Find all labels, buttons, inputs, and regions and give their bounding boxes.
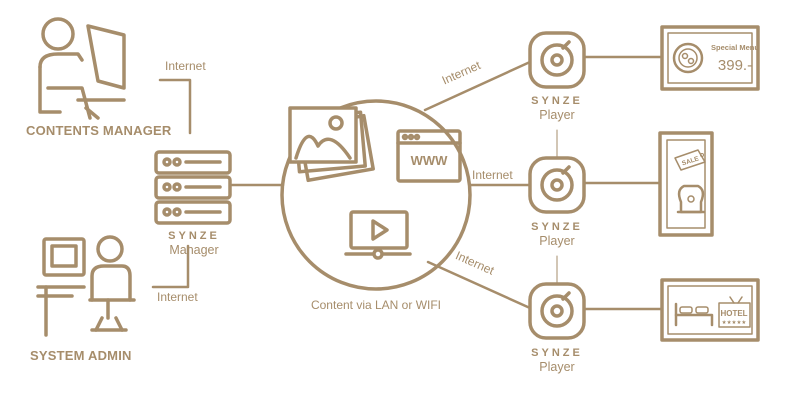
person-computer-icon	[38, 17, 126, 120]
player-1-name: Player	[539, 108, 574, 122]
sale-tag: SALE	[681, 155, 700, 167]
connection-label-player-2: Internet	[472, 168, 513, 182]
connector-circle-player-3	[426, 260, 532, 310]
video-play-icon	[344, 210, 412, 260]
photo-gallery-icon	[288, 106, 375, 183]
role-system-admin: SYSTEM ADMIN	[30, 348, 132, 363]
connector-admin-bottom	[151, 244, 190, 289]
web-browser-icon	[396, 129, 462, 183]
connection-label-player-3: Internet	[453, 248, 496, 278]
workstation-admin-icon	[36, 235, 136, 337]
menu-screen	[660, 25, 760, 91]
player-device-icon	[528, 31, 586, 89]
player-2-name: Player	[539, 234, 574, 248]
connection-label-player-1: Internet	[440, 58, 483, 88]
manager-brand: SYNZE	[168, 230, 220, 242]
connection-label-manager: Internet	[165, 59, 206, 73]
hotel-sign-text: HOTEL	[720, 309, 747, 318]
bed-icon	[674, 302, 714, 327]
manager-name: Manager	[169, 243, 218, 257]
hotel-stars: ★★★★★	[722, 320, 747, 326]
connection-label-admin: Internet	[157, 290, 198, 304]
connector-manager-top	[158, 78, 192, 135]
connector-circle-player-1	[423, 60, 532, 112]
content-hub-circle	[280, 99, 472, 291]
food-plate-icon	[672, 42, 704, 74]
jewelry-bust-icon	[676, 184, 706, 214]
central-caption: Content via LAN or WIFI	[311, 298, 441, 312]
connectors	[151, 55, 664, 311]
web-icon-text: WWW	[411, 153, 449, 168]
sale-screen	[658, 131, 714, 237]
hotel-screen	[660, 278, 760, 342]
player-2-brand: SYNZE	[531, 221, 583, 233]
server-stack-icon	[154, 150, 232, 225]
player-device-icon	[528, 156, 586, 214]
role-contents-manager: CONTENTS MANAGER	[26, 123, 172, 138]
menu-title: Special Menu	[711, 43, 759, 52]
player-3-brand: SYNZE	[531, 347, 583, 359]
player-device-icon	[528, 282, 586, 340]
player-1-brand: SYNZE	[531, 95, 583, 107]
player-3-name: Player	[539, 360, 574, 374]
menu-price: 399.-	[718, 57, 752, 74]
